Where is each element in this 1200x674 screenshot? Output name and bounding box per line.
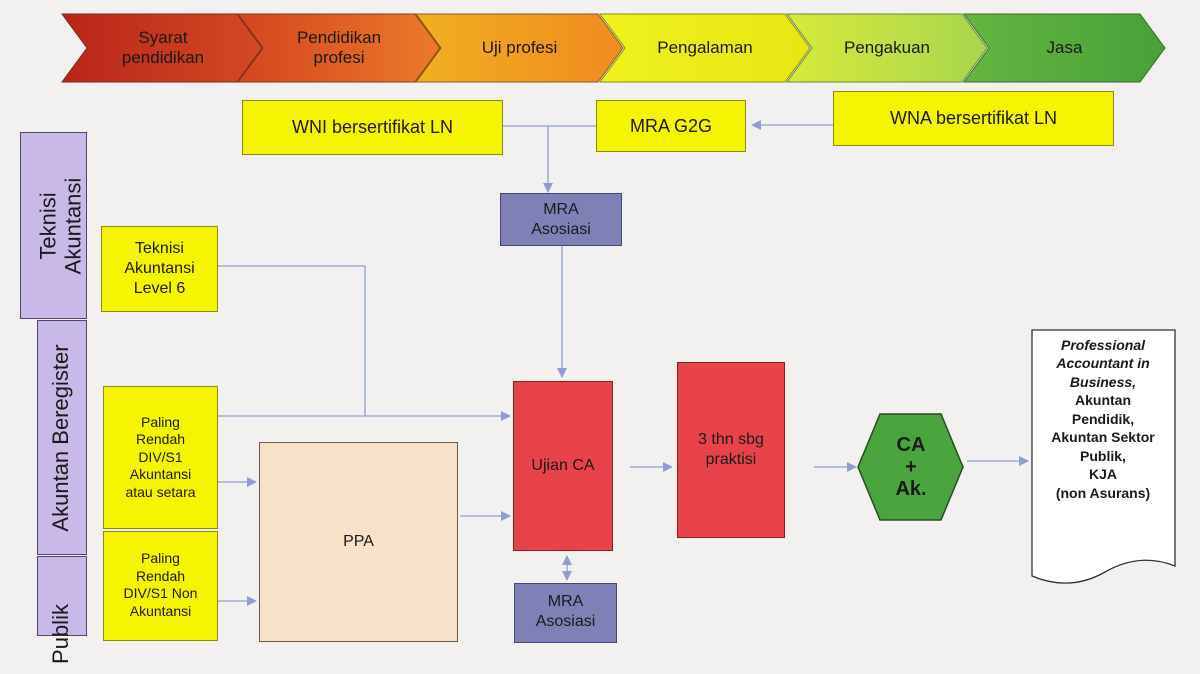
praktisi-box: 3 thn sbg praktisi (677, 362, 785, 538)
paling-rendah-akuntansi-box: Paling Rendah DIV/S1 Akuntansi atau seta… (103, 386, 218, 529)
mra-asosiasi-top-box: MRA Asosiasi (500, 193, 622, 246)
stage-label-uji: Uji profesi (481, 37, 558, 57)
chevron-pengalaman (599, 13, 811, 83)
chevron-jasa (963, 13, 1166, 83)
stage-chevrons (61, 13, 1166, 83)
ca-hexagon (857, 413, 964, 521)
chevron-pendidikan (237, 13, 441, 83)
chevron-pengakuan (786, 13, 988, 83)
ca-hexagon-label: CA + Ak. (895, 434, 927, 500)
chevron-uji (415, 13, 624, 83)
chevron-syarat (61, 13, 263, 83)
side-label-teknisi: Teknisi Akuntansi (35, 177, 86, 275)
wna-box: WNA bersertifikat LN (833, 91, 1114, 146)
teknisi-to-ujian-line (218, 265, 366, 416)
ppa-box: PPA (259, 442, 458, 642)
stage-label-pengakuan: Pengakuan (843, 37, 931, 57)
stage-label-pendidikan: Pendidikan profesi (296, 27, 382, 67)
outcome-rest: Akuntan Pendidik, Akuntan Sektor Publik,… (1051, 392, 1155, 501)
side-label-beregister-bar (37, 320, 87, 555)
stage-label-jasa: Jasa (1046, 37, 1083, 57)
wni-box: WNI bersertifikat LN (242, 100, 503, 155)
outcome-title: Professional Accountant in Business, (1056, 337, 1150, 390)
side-label-teknisi-bar (20, 132, 87, 319)
side-label-publik: Publik (48, 604, 73, 664)
mra-g2g-box: MRA G2G (596, 100, 746, 152)
side-label-beregister: Akuntan Beregister (48, 344, 73, 532)
ujian-ca-box: Ujian CA (513, 381, 613, 551)
side-label-publik-bar (37, 556, 87, 636)
paling-rendah-non-akuntansi-box: Paling Rendah DIV/S1 Non Akuntansi (103, 531, 218, 641)
teknisi-level-6-box: Teknisi Akuntansi Level 6 (101, 226, 218, 312)
connectors (218, 120, 1176, 606)
outcome-text: Professional Accountant in Business, Aku… (1036, 336, 1170, 536)
mra-asosiasi-bottom-box: MRA Asosiasi (514, 583, 617, 643)
outcome-document-shape (1031, 329, 1176, 584)
stage-label-syarat: Syarat pendidikan (121, 27, 205, 67)
stage-label-pengalaman: Pengalaman (657, 37, 753, 57)
diagram: Syarat pendidikan Pendidikan profesi Uji… (20, 13, 1176, 664)
